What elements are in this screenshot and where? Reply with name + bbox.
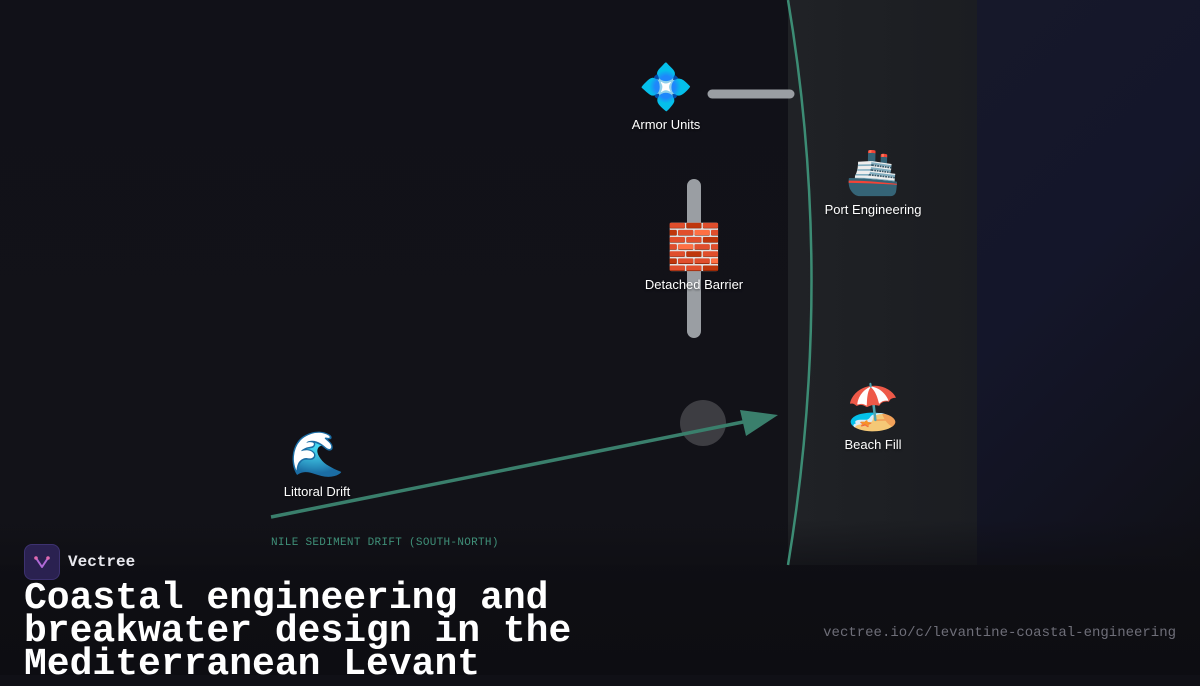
diamond-icon: 💠 bbox=[638, 63, 694, 112]
node-beach-fill[interactable]: 🏖️ Beach Fill bbox=[844, 383, 901, 452]
node-port-engineering[interactable]: 🚢 Port Engineering bbox=[825, 148, 922, 217]
ship-icon: 🚢 bbox=[845, 148, 901, 197]
node-label: Detached Barrier bbox=[644, 277, 744, 292]
brand[interactable]: Vectree bbox=[24, 544, 135, 580]
shoreline-curve bbox=[786, 0, 813, 566]
sea-background bbox=[977, 0, 1200, 565]
drift-caption: NILE SEDIMENT DRIFT (SOUTH-NORTH) bbox=[271, 537, 499, 549]
vectree-logo-icon bbox=[24, 544, 60, 580]
node-detached-barrier[interactable]: 🧱 Detached Barrier bbox=[645, 223, 743, 292]
beach-umbrella-icon: 🏖️ bbox=[845, 383, 901, 432]
brick-icon: 🧱 bbox=[666, 223, 722, 272]
brand-name: Vectree bbox=[68, 553, 136, 571]
node-label: Port Engineering bbox=[824, 202, 922, 217]
coastal-zone-band bbox=[788, 0, 977, 565]
drift-arrow-line bbox=[270, 419, 749, 519]
node-label: Beach Fill bbox=[844, 437, 902, 452]
wave-icon: 🌊 bbox=[289, 430, 345, 479]
footer-fade bbox=[0, 520, 1200, 675]
node-label: Littoral Drift bbox=[283, 484, 351, 499]
drift-node-circle bbox=[680, 400, 726, 446]
page-title: Coastal engineering and breakwater desig… bbox=[24, 577, 572, 686]
node-armor-units[interactable]: 💠 Armor Units bbox=[632, 63, 701, 132]
node-label: Armor Units bbox=[631, 117, 701, 132]
drift-arrow-head bbox=[740, 410, 778, 436]
land-background bbox=[0, 0, 788, 565]
source-url[interactable]: vectree.io/c/levantine-coastal-engineeri… bbox=[823, 625, 1176, 641]
node-littoral-drift[interactable]: 🌊 Littoral Drift bbox=[284, 430, 350, 499]
